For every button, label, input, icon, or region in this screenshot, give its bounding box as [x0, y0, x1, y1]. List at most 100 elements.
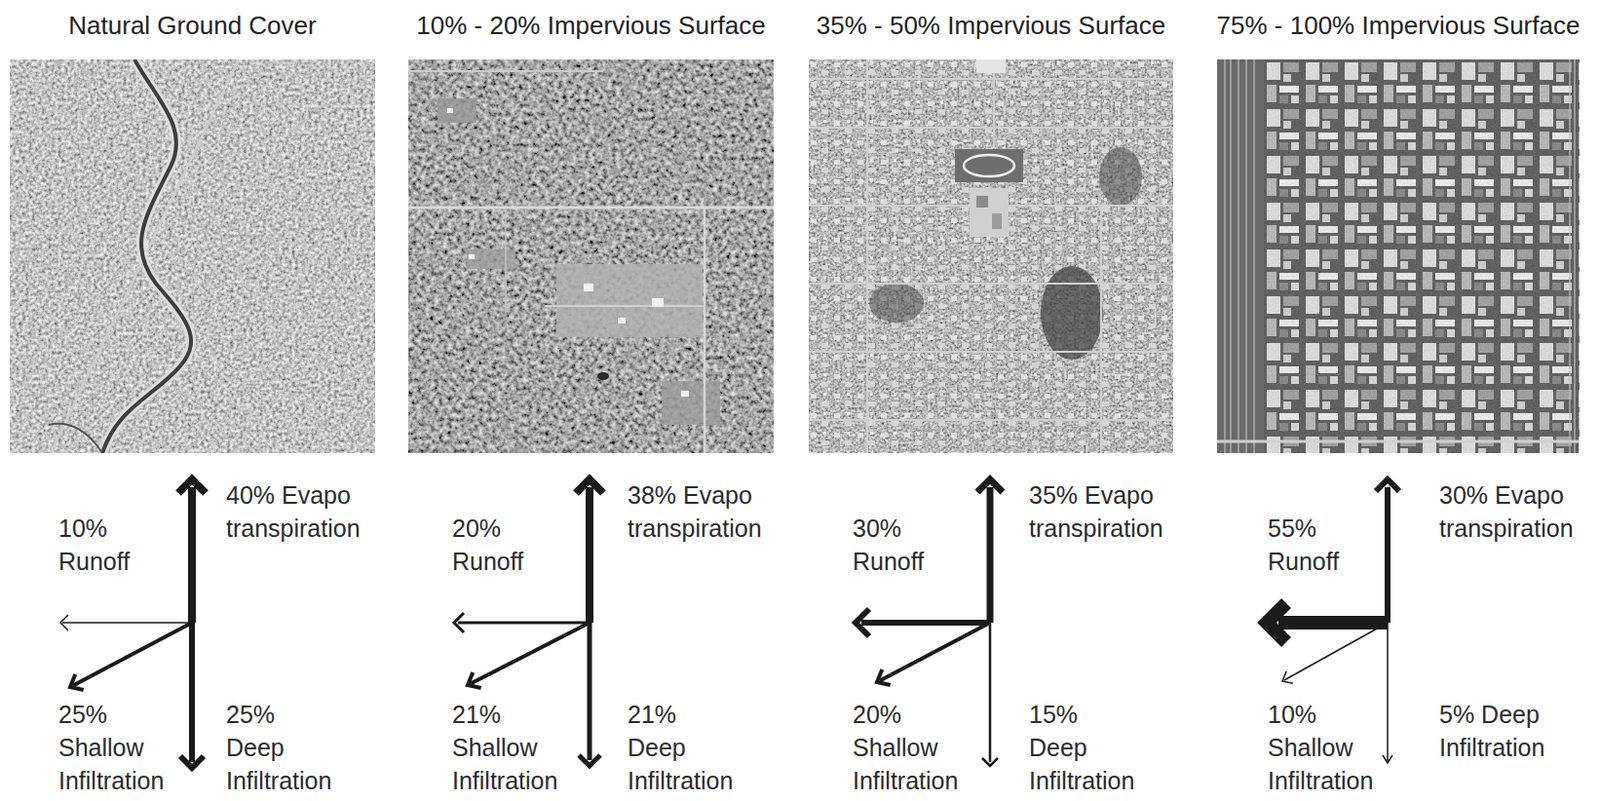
evapotranspiration-arrow	[1384, 487, 1391, 623]
house	[617, 317, 626, 324]
flow-label: 38% Evapo transpiration	[627, 478, 762, 545]
panel-title: 10% - 20% Impervious Surface	[416, 9, 765, 41]
deep-infiltration-arrow	[989, 622, 992, 762]
clearing	[466, 249, 516, 269]
panel-title: Natural Ground Cover	[68, 9, 316, 41]
arrow-head	[454, 612, 464, 633]
arrow-head	[1375, 479, 1400, 492]
arrow-head	[467, 672, 482, 688]
runoff-arrow	[1278, 615, 1388, 630]
evapotranspiration-arrow	[987, 487, 994, 623]
panel-title: 35% - 50% Impervious Surface	[816, 9, 1166, 41]
pond	[597, 372, 610, 381]
shallow-infiltration-arrow	[73, 622, 192, 686]
houses	[808, 59, 1174, 454]
flow-label: 10% Shallow Infiltration	[1267, 697, 1373, 798]
forest-texture	[9, 59, 376, 454]
flow-label: 10% Runoff	[58, 511, 130, 578]
road	[50, 59, 239, 454]
house	[468, 254, 475, 260]
tree-patch	[869, 283, 924, 323]
school-building	[976, 195, 989, 208]
arrow-head	[70, 674, 84, 690]
arrow-head	[1266, 603, 1287, 643]
stream	[48, 423, 103, 454]
arrow-head	[876, 669, 891, 686]
deep-infiltration-arrow	[189, 622, 195, 762]
arrow-head	[180, 756, 204, 768]
road	[408, 206, 774, 210]
school-building	[969, 188, 1009, 237]
suburb-texture	[808, 59, 1174, 454]
evapotranspiration-arrow	[585, 487, 594, 623]
arrow-head	[977, 479, 1003, 493]
aerial-photo	[1217, 59, 1580, 454]
tree-patch	[1040, 266, 1104, 360]
flow-label: 35% Evapo transpiration	[1028, 478, 1164, 545]
school-building	[991, 213, 1002, 229]
sports-field	[954, 149, 1024, 183]
arrow-head	[1382, 755, 1393, 763]
flow-label: 25% Deep Infiltration	[226, 697, 332, 798]
rail-track	[1569, 59, 1575, 454]
evapotranspiration-arrow	[188, 487, 196, 623]
panel: 75% - 100% Impervious Surface	[1217, 9, 1580, 454]
clearing	[556, 264, 703, 338]
house	[681, 390, 689, 397]
runoff-arrow	[457, 621, 590, 625]
flow-label: 20% Runoff	[452, 511, 524, 578]
street-ground	[1217, 59, 1580, 454]
runoff-arrow	[62, 621, 192, 624]
house	[583, 283, 594, 292]
flow-label: 21% Shallow Infiltration	[452, 697, 558, 798]
flow-label: 5% Deep Infiltration	[1439, 697, 1545, 764]
arrow-head	[855, 609, 870, 637]
running-track	[963, 154, 1015, 177]
shallow-infiltration-arrow	[470, 622, 590, 685]
flow-label: 30% Evapo transpiration	[1439, 478, 1574, 545]
parking-lot	[976, 59, 1006, 74]
river	[102, 59, 191, 454]
rail-track	[1224, 59, 1255, 454]
road	[408, 70, 604, 73]
arrow-head	[178, 479, 206, 494]
aerial-photo	[9, 59, 376, 454]
river-bank	[102, 59, 191, 454]
street	[808, 78, 1174, 420]
arrow-head	[578, 755, 601, 766]
aerial-photo	[408, 59, 774, 454]
city-texture	[1217, 59, 1580, 454]
flow-label: 15% Deep Infiltration	[1028, 697, 1135, 798]
arrow-head	[575, 479, 604, 494]
street	[867, 59, 1102, 454]
deep-infiltration-arrow	[587, 622, 593, 761]
panel: Natural Ground Cover	[9, 9, 376, 454]
highway	[1217, 440, 1580, 444]
road	[504, 207, 507, 313]
buildings	[1217, 59, 1580, 454]
forest-texture	[408, 59, 774, 454]
flow-label: 25% Shallow Infiltration	[58, 697, 164, 798]
arrow-head	[60, 614, 69, 631]
tree-patch	[1099, 147, 1143, 206]
flow-label: 40% Evapo transpiration	[226, 478, 361, 545]
arrow-head	[982, 758, 998, 766]
clearing	[437, 98, 477, 123]
rail-yard	[1217, 59, 1264, 454]
house	[651, 298, 664, 307]
panel: 10% - 20% Impervious Surface	[408, 9, 774, 454]
aerial-photo	[808, 59, 1174, 454]
flow-label: 20% Shallow Infiltration	[852, 697, 958, 798]
shallow-infiltration-arrow	[879, 622, 991, 682]
house	[447, 108, 454, 114]
shallow-infiltration-arrow	[1284, 622, 1388, 681]
panel: 35% - 50% Impervious Surface	[808, 9, 1174, 454]
arrow-head	[1282, 671, 1294, 685]
flow-label: 21% Deep Infiltration	[627, 697, 733, 798]
panel-title: 75% - 100% Impervious Surface	[1217, 9, 1581, 41]
road	[703, 207, 707, 454]
deep-infiltration-arrow	[1386, 622, 1389, 762]
flow-label: 55% Runoff	[1267, 511, 1339, 578]
